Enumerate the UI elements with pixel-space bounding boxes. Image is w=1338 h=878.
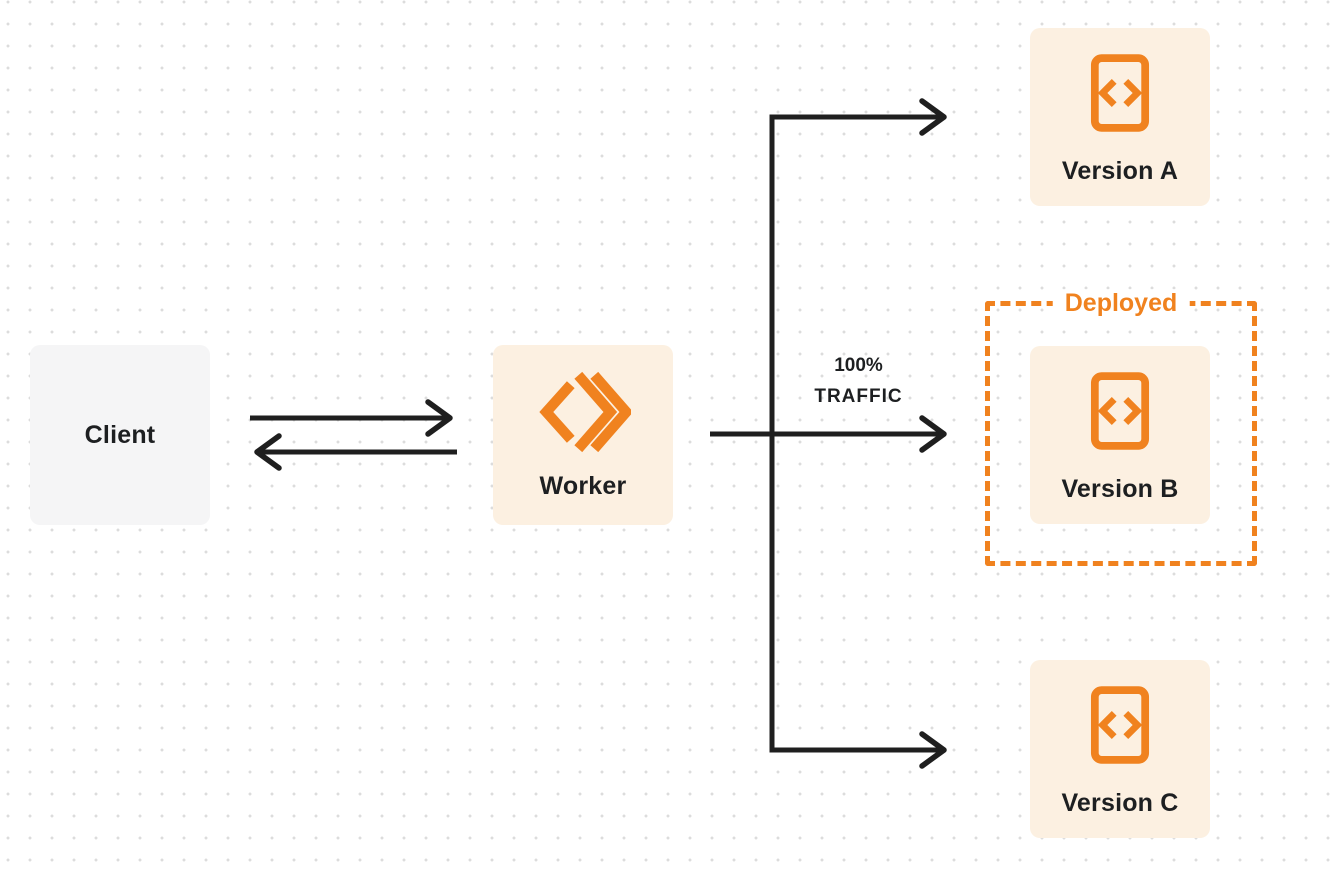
code-file-icon xyxy=(1090,372,1150,450)
code-file-icon xyxy=(1090,686,1150,764)
code-file-icon xyxy=(1090,54,1150,132)
edge-worker-to-version-c xyxy=(769,434,947,769)
deployed-boundary: Deployed xyxy=(985,289,1257,566)
deployed-label: Deployed xyxy=(1052,289,1190,319)
client-label: Client xyxy=(84,420,156,449)
worker-node: Worker xyxy=(493,345,673,525)
traffic-percent-text: 100% xyxy=(834,355,883,376)
version-a-node: Version A xyxy=(1030,28,1210,206)
traffic-word-text: TRAFFIC xyxy=(814,386,903,407)
version-b-label: Version B xyxy=(1061,475,1179,503)
version-c-label: Version C xyxy=(1061,789,1179,817)
version-a-label: Version A xyxy=(1061,157,1179,185)
worker-label: Worker xyxy=(539,472,627,500)
version-b-node: Version B xyxy=(1030,346,1210,524)
client-node: Client xyxy=(30,345,210,525)
workers-double-chevron-icon xyxy=(539,371,631,453)
traffic-annotation: 100% TRAFFIC xyxy=(786,350,931,412)
edge-worker-to-version-a xyxy=(769,98,947,434)
version-c-node: Version C xyxy=(1030,660,1210,838)
